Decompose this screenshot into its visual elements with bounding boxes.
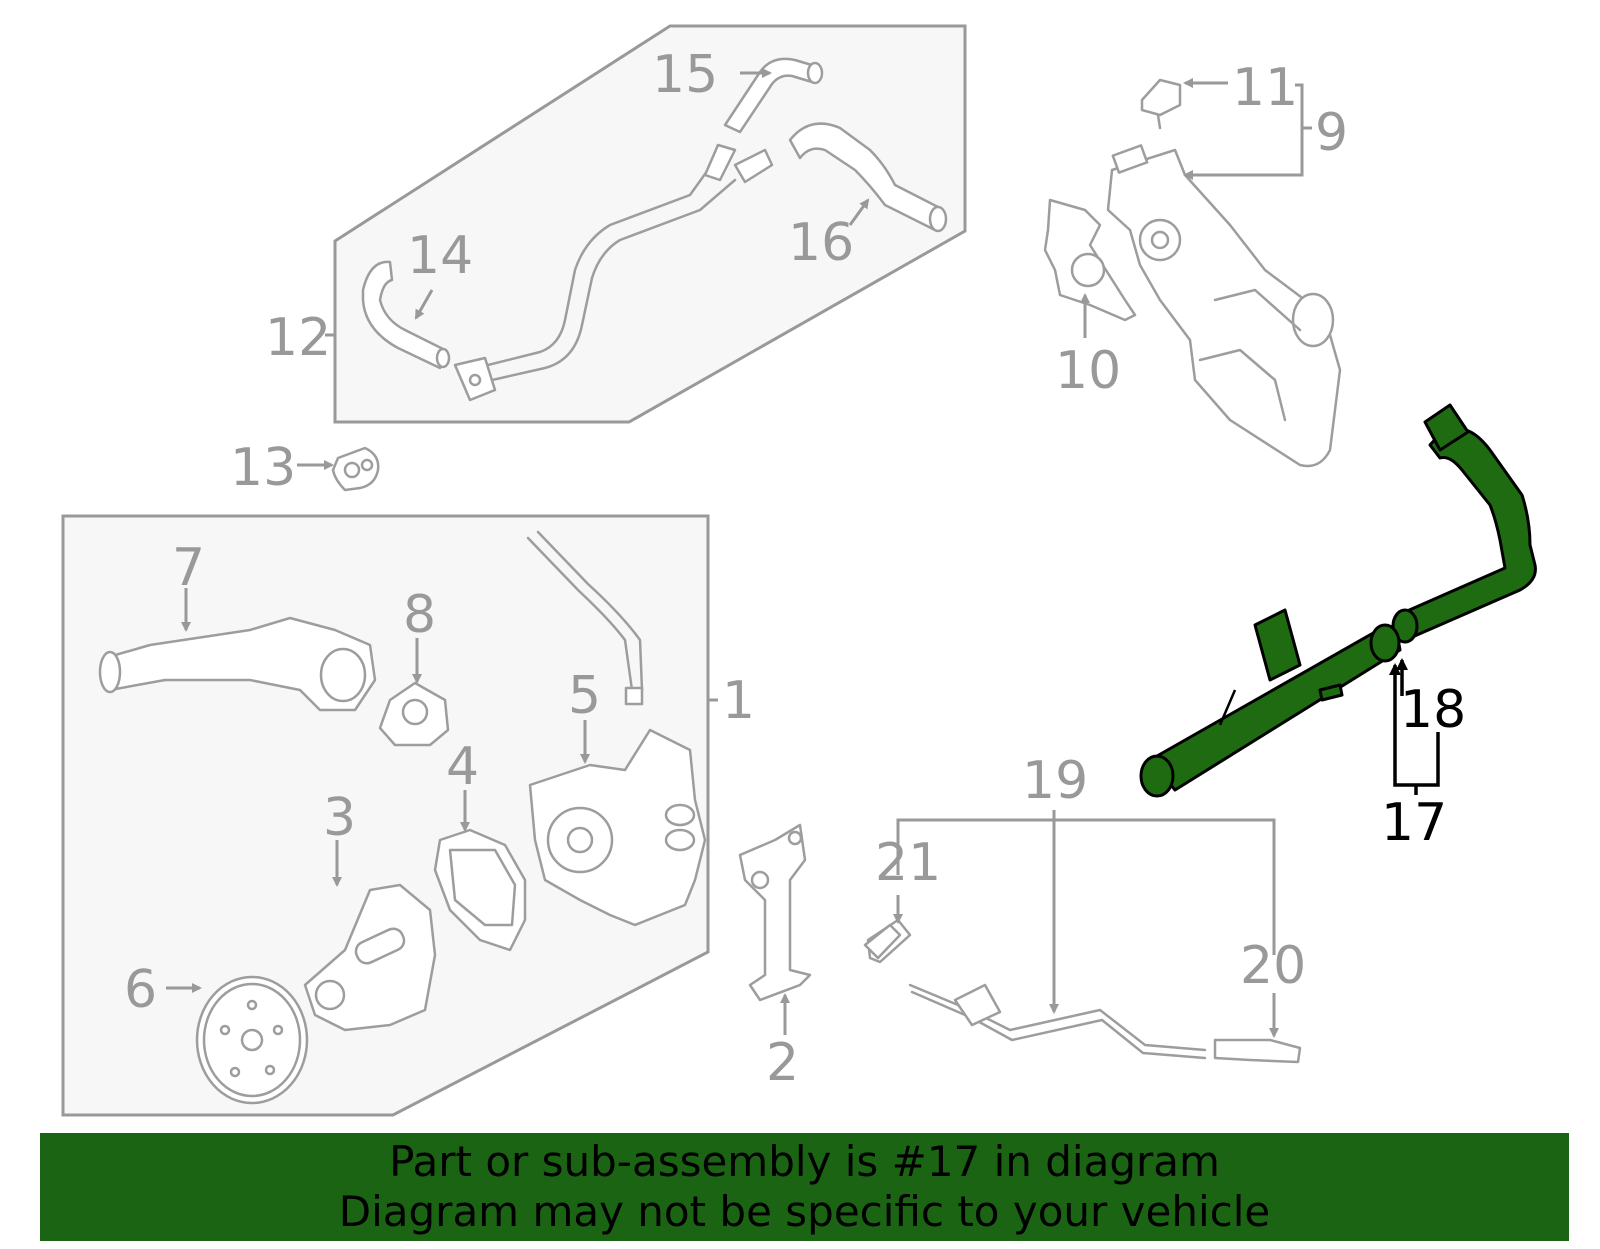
leader-19-bracket [896, 818, 1276, 955]
pipe-assembly [361, 143, 774, 402]
callout-9: 9 [1315, 103, 1348, 163]
leader-9 [1183, 83, 1304, 180]
gasket-13 [331, 446, 380, 492]
hose-15 [723, 57, 824, 134]
callout-1: 1 [722, 671, 755, 731]
callout-3: 3 [323, 788, 356, 848]
callout-2: 2 [766, 1033, 799, 1093]
banner-line-2: Diagram may not be specific to your vehi… [338, 1187, 1271, 1236]
pipe-17-highlighted [1139, 608, 1402, 798]
pipe-19 [866, 918, 1302, 1064]
callout-4: 4 [446, 737, 479, 797]
callout-10: 10 [1055, 341, 1121, 401]
callout-17: 17 [1381, 793, 1447, 853]
bracket-2 [738, 823, 812, 1002]
callout-8: 8 [403, 585, 436, 645]
info-banner: Part or sub-assembly is #17 in diagram D… [40, 1133, 1569, 1241]
banner-line-1: Part or sub-assembly is #17 in diagram [389, 1137, 1220, 1186]
callout-16: 16 [788, 213, 854, 273]
callout-18: 18 [1400, 680, 1466, 740]
bypass-pipe [526, 530, 644, 706]
callout-14: 14 [407, 226, 473, 286]
leader-16 [848, 198, 870, 226]
gasket-10 [1043, 198, 1137, 322]
pulley-6 [195, 975, 309, 1105]
leader-14 [414, 289, 434, 320]
housing-9 [1106, 144, 1342, 468]
callout-6: 6 [124, 960, 157, 1020]
pump-body-5 [528, 728, 707, 927]
callout-7: 7 [172, 538, 205, 598]
bracket-11 [1140, 78, 1182, 130]
callout-5: 5 [568, 666, 601, 726]
housing-3 [303, 883, 437, 1032]
thermostat-8 [378, 681, 450, 747]
hose-16 [788, 122, 948, 233]
outlet-7 [98, 616, 377, 712]
gasket-4 [433, 828, 527, 952]
callout-20: 20 [1240, 936, 1306, 996]
callout-21: 21 [875, 833, 941, 893]
callout-19: 19 [1022, 751, 1088, 811]
fitting-21 [863, 923, 902, 960]
callout-11: 11 [1232, 58, 1298, 118]
callout-12: 12 [265, 308, 331, 368]
callout-15: 15 [652, 45, 718, 105]
hose-18-highlighted [1391, 403, 1537, 644]
callout-13: 13 [230, 438, 296, 498]
